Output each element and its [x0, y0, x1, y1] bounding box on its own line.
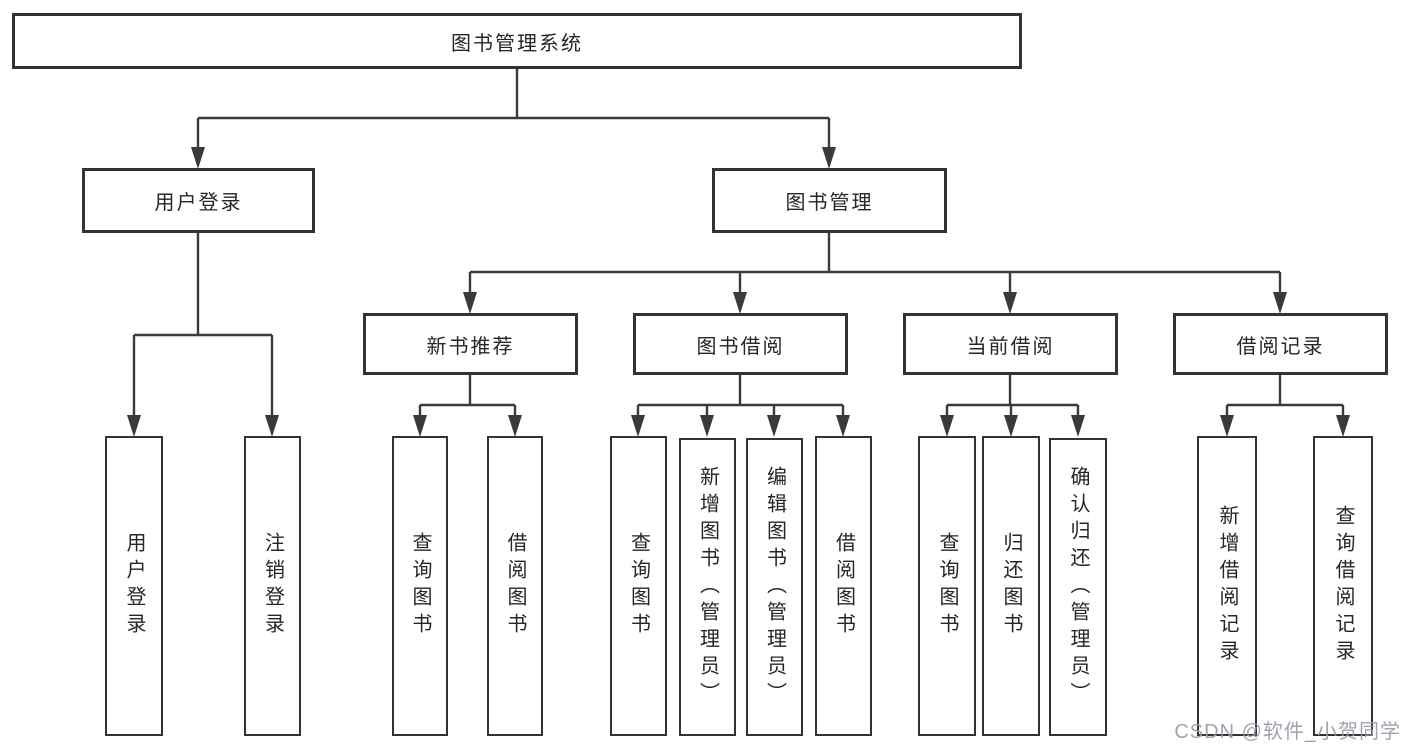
node-book-borrowing: 图书借阅 — [633, 313, 848, 375]
leaf-query-books-borrowing: 查询图书 — [610, 436, 667, 736]
node-new-book-recommend: 新书推荐 — [363, 313, 578, 375]
leaf-edit-books-admin: 编辑图书（管理员） — [746, 438, 803, 736]
leaf-confirm-return-admin: 确认归还（管理员） — [1049, 438, 1107, 736]
node-borrowing-records: 借阅记录 — [1173, 313, 1388, 375]
leaf-add-books-admin: 新增图书（管理员） — [679, 438, 736, 736]
leaf-logout: 注销登录 — [244, 436, 301, 736]
leaf-borrow-books-recommend: 借阅图书 — [487, 436, 543, 736]
leaf-add-borrow-record: 新增借阅记录 — [1197, 436, 1257, 736]
leaf-query-books-recommend: 查询图书 — [392, 436, 448, 736]
leaf-query-borrow-record: 查询借阅记录 — [1313, 436, 1373, 736]
leaf-borrow-books: 借阅图书 — [815, 436, 872, 736]
leaf-query-books-current: 查询图书 — [918, 436, 976, 736]
node-user-login: 用户登录 — [82, 168, 315, 233]
leaf-user-login: 用户登录 — [105, 436, 163, 736]
csdn-watermark: CSDN @软件_小贺同学 — [1174, 721, 1401, 743]
node-current-borrowing: 当前借阅 — [903, 313, 1118, 375]
node-root: 图书管理系统 — [12, 13, 1022, 69]
leaf-return-books: 归还图书 — [982, 436, 1040, 736]
node-book-management: 图书管理 — [712, 168, 947, 233]
